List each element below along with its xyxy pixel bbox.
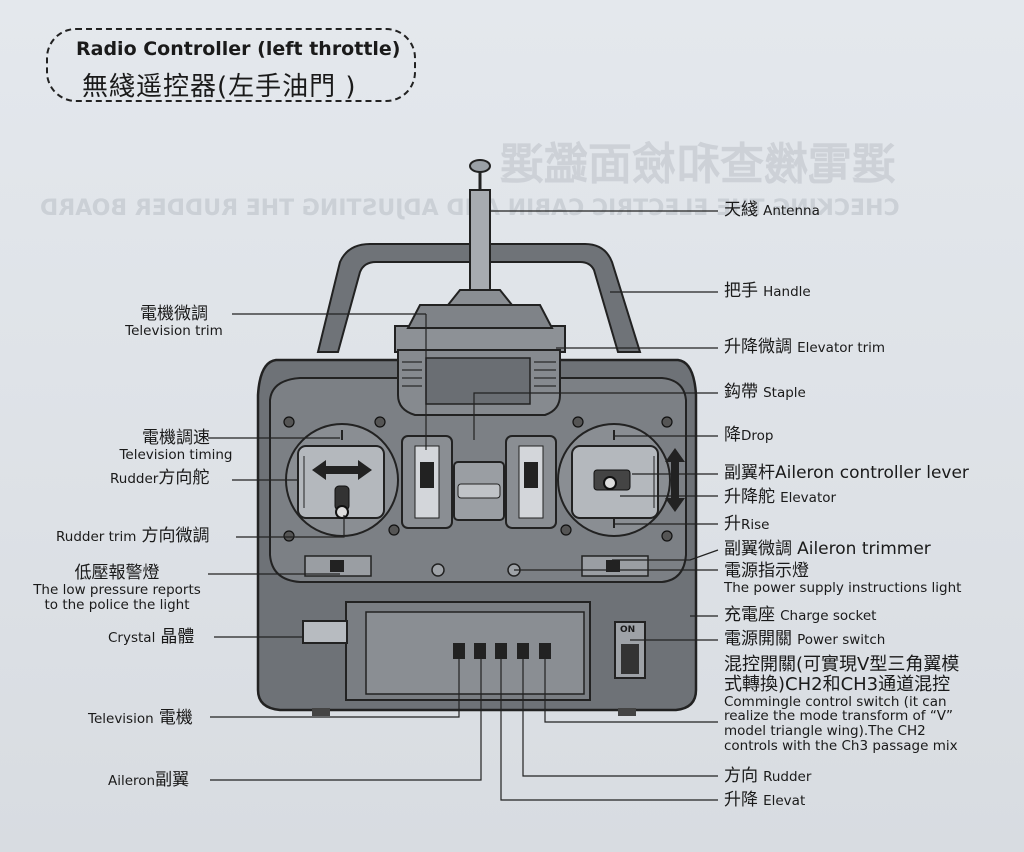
label-rudder-left: Rudder方向舵 (110, 468, 210, 488)
mix-switches (453, 643, 551, 659)
label-elevat: 升降 Elevat (724, 790, 806, 810)
power-switch-on-text: ON (620, 625, 636, 635)
label-aileron: Aileron副翼 (108, 770, 190, 790)
label-rudder-trim: Rudder trim 方向微調 (56, 526, 210, 546)
title-callout: Radio Controller (left throttle) 無綫遥控器(左… (46, 28, 416, 102)
label-crystal: Crystal 晶體 (108, 627, 195, 647)
horizontal-trims (304, 555, 649, 577)
label-handle: 把手 Handle (724, 281, 811, 301)
title-english: Radio Controller (left throttle) (76, 38, 401, 60)
left-stick-gimbal (285, 423, 399, 537)
label-television-timing: 電機調速 Television timing (119, 428, 233, 463)
label-aileron-lever: 副翼杆Aileron controller lever (724, 463, 969, 483)
crystal-module (302, 620, 348, 644)
label-drop: 降Drop (724, 425, 774, 445)
label-television-trim: 電機微調 Television trim (125, 304, 223, 339)
label-aileron-trimmer: 副翼微調 Aileron trimmer (724, 539, 931, 559)
label-elevator: 升降舵 Elevator (724, 487, 837, 507)
label-power-switch: 電源開關 Power switch (724, 629, 886, 649)
label-commingle-switch: 混控開關(可實現V型三角翼模 式轉換)CH2和CH3通道混控 Commingle… (724, 654, 960, 755)
label-rise: 升Rise (724, 514, 770, 534)
label-charge-socket: 充電座 Charge socket (724, 605, 877, 625)
right-stick-gimbal (557, 423, 685, 537)
antenna-shape (469, 189, 491, 291)
top-housing (394, 325, 566, 353)
label-staple: 鈎帶 Staple (724, 382, 806, 402)
vertical-trims (401, 435, 557, 529)
handle-shape (316, 243, 642, 353)
label-power-light: 電源指示燈 The power supply instructions ligh… (724, 561, 962, 596)
label-elevator-trim: 升降微調 Elevator trim (724, 337, 886, 357)
title-chinese: 無綫遥控器(左手油門 ) (82, 72, 357, 102)
label-rudder: 方向 Rudder (724, 766, 812, 786)
label-antenna: 天綫 Antenna (724, 200, 820, 220)
label-low-pressure: 低壓報警燈 The low pressure reports to the po… (33, 563, 201, 613)
label-television: Television 電機 (88, 708, 193, 728)
